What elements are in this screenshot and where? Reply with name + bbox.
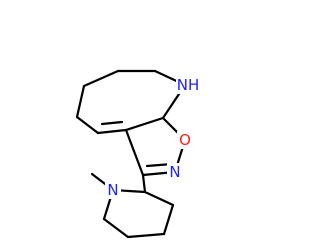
bond-c3-c3a [124,128,145,177]
o-label-bg [177,131,193,149]
n-oxazole-atom-label: N [169,163,180,181]
n-piperidine-label-bg [105,181,121,199]
bond-ch-c3a-inner [100,120,124,126]
bond-c5-c6pip [102,217,130,239]
bond-ch-c3a [96,128,128,135]
n-oxazole-label-bg [167,163,183,181]
o-atom-label: O [179,131,191,149]
bond-ch2-ch [75,115,100,135]
n-piperidine-atom-label: N [107,181,118,199]
atom-labels: NH O N N [105,76,200,199]
bond-c3-c2pip [141,173,147,194]
bond-c2-c3pip [143,190,175,207]
bond-ch2-ch2-c [75,84,86,119]
nh-atom-label: NH [177,76,200,94]
molecule-structure: NH O N N [75,69,200,239]
bond-c4-c5pip [126,232,166,239]
bond-c3-c4pip [162,203,175,236]
bond-c3a-c8a [124,116,165,132]
bonds [75,69,187,239]
bond-ch2-ch2-b [82,69,120,88]
nh-label-bg [176,76,200,94]
